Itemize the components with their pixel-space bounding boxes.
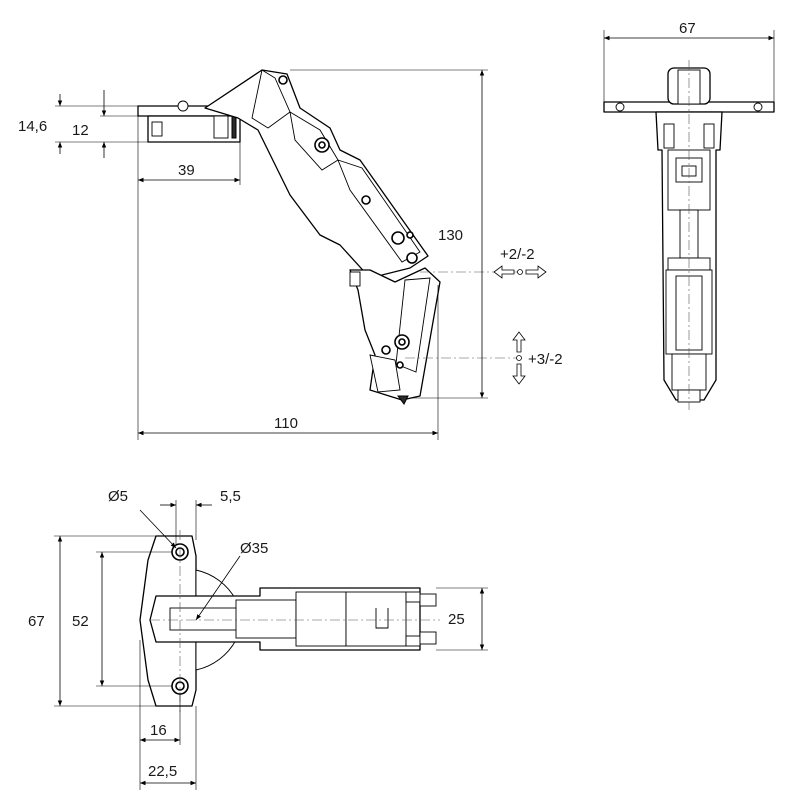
plan-dim-22-5: 22,5 — [148, 763, 177, 780]
plan-dim-16: 16 — [150, 722, 167, 739]
adjust-height-label: +3/-2 — [528, 351, 563, 368]
front-dim-67: 67 — [679, 20, 696, 37]
dim-14-6: 14,6 — [18, 118, 47, 135]
dim-110: 110 — [274, 415, 298, 432]
plan-dim-67: 67 — [28, 613, 45, 630]
depth-adjust-arrow-icon — [493, 265, 547, 279]
adjust-depth-label: +2/-2 — [500, 246, 535, 263]
upper-hinge-arm — [204, 69, 429, 279]
dim-5-5: 5,5 — [220, 488, 241, 505]
mounting-plate — [137, 100, 241, 143]
plan-dim-52: 52 — [72, 613, 89, 630]
dim-diameter-5: Ø5 — [108, 488, 128, 505]
front-view: 67 — [603, 20, 775, 410]
plan-view: Ø5 5,5 Ø35 67 52 25 16 22,5 — [28, 488, 488, 790]
dim-39: 39 — [178, 162, 195, 179]
plan-dim-25: 25 — [448, 611, 465, 628]
dim-diameter-35: Ø35 — [240, 540, 268, 557]
lower-hinge-arm — [349, 267, 441, 405]
side-view: 14,6 12 39 130 110 +2/-2 +3/-2 — [18, 69, 563, 440]
height-adjust-arrow-icon — [512, 331, 526, 385]
dim-12: 12 — [72, 122, 89, 139]
hinge-pins — [278, 75, 418, 369]
dim-130: 130 — [438, 227, 463, 244]
